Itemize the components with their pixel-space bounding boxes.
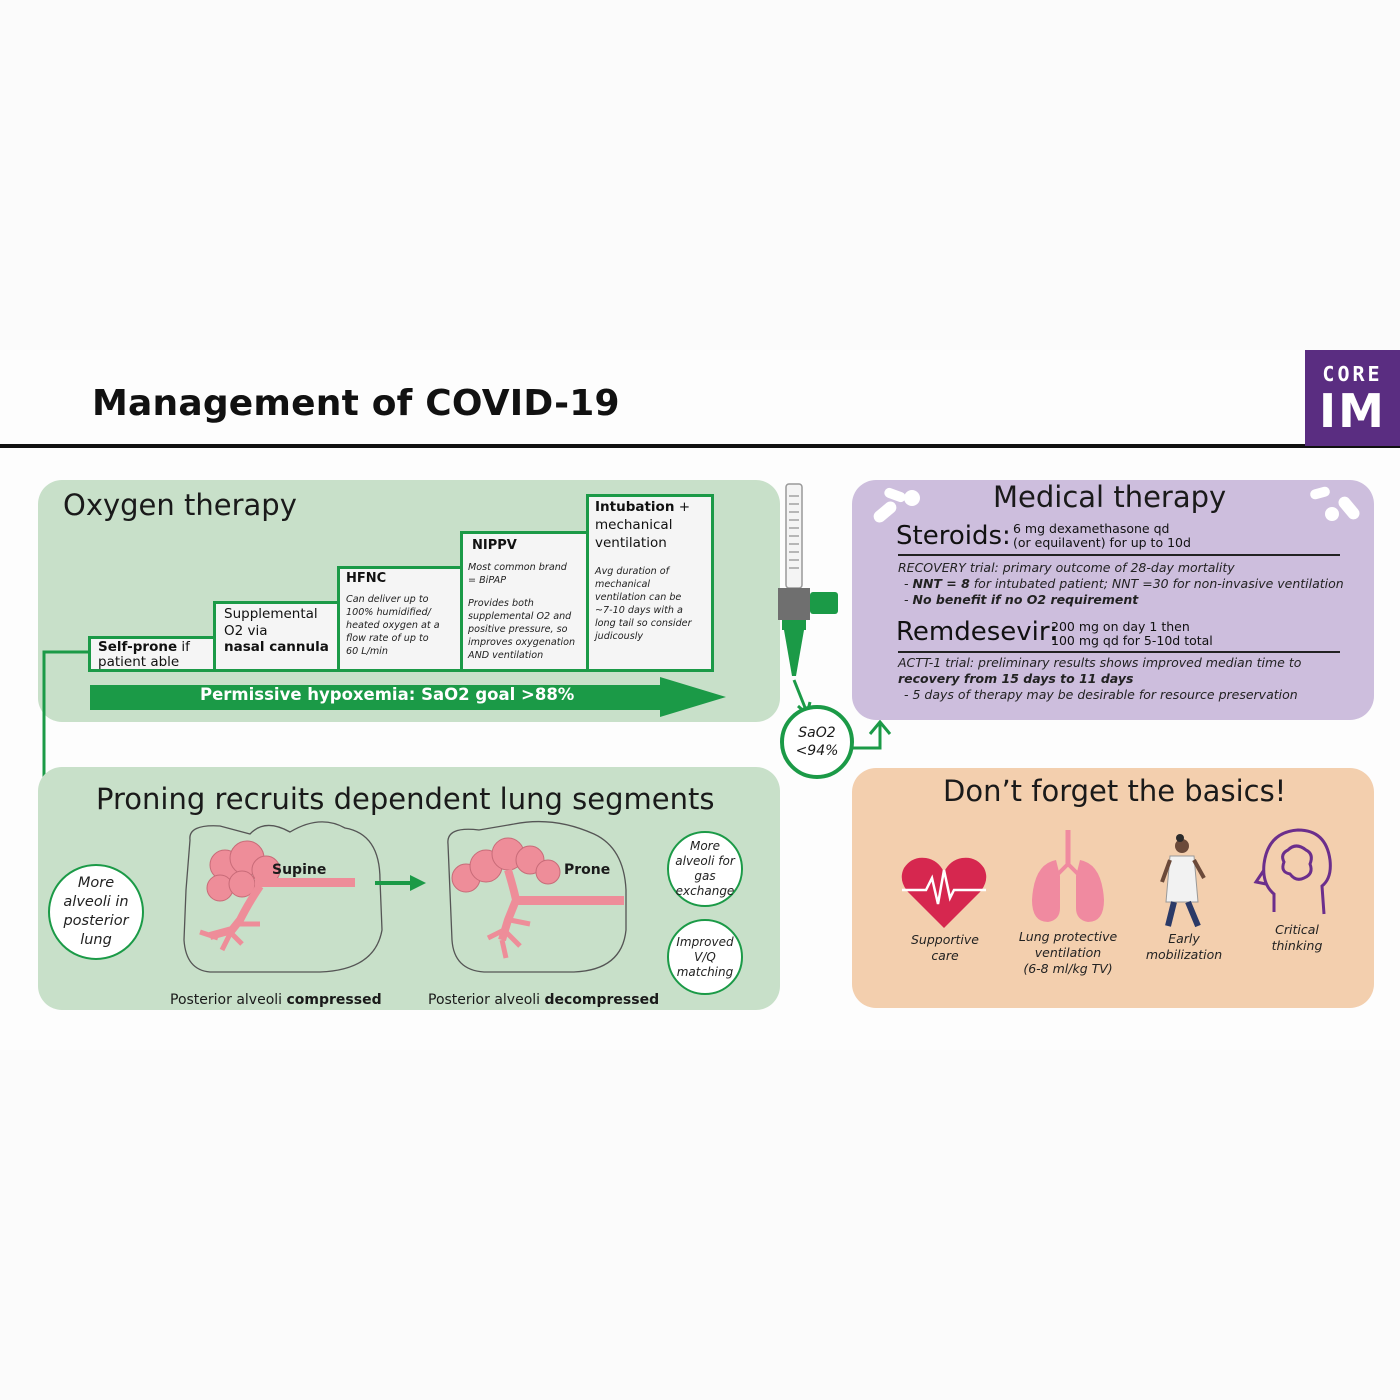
oxygen-therapy-title: Oxygen therapy	[63, 488, 297, 522]
step-intubation-head: Intubation +	[595, 499, 691, 515]
nnt-text: - NNT = 8 for intubated patient; NNT =30…	[904, 576, 1344, 591]
sao2-threshold-text: SaO2<94%	[795, 725, 839, 759]
step-nippv-head: NIPPV	[472, 538, 517, 553]
medical-connector-arrowhead	[868, 719, 892, 735]
lung-illustrations	[183, 820, 627, 973]
steroids-heading: Steroids:	[896, 521, 1011, 551]
lungs-icon	[1032, 830, 1104, 922]
supine-to-prone-arrow	[410, 875, 426, 891]
page-title: Management of COVID-19	[92, 383, 620, 424]
step-nippv-detail-a: Most common brand= BiPAP	[468, 562, 567, 586]
step-nasal-line2: O2 via	[224, 623, 268, 639]
permissive-hypoxemia-label: Permissive hypoxemia: SaO2 goal >88%	[200, 685, 575, 704]
actt-trial-text: ACTT-1 trial: preliminary results shows …	[898, 655, 1302, 670]
actt-note-text: - 5 days of therapy may be desirable for…	[904, 687, 1298, 702]
header-divider	[0, 444, 1400, 448]
basics-title: Don’t forget the basics!	[943, 774, 1287, 808]
medical-connector-line	[852, 724, 882, 750]
logo-bottom-text: IM	[1319, 384, 1386, 438]
pill-icon-right	[1310, 486, 1360, 521]
basics-icons	[901, 828, 1332, 928]
pill-icons	[873, 486, 1360, 523]
permissive-hypoxemia-arrow	[90, 677, 726, 717]
steroids-divider	[898, 554, 1340, 556]
step-self-prone-line2: patient able	[98, 654, 180, 670]
prone-label: Prone	[564, 862, 611, 878]
diagram-connectors	[42, 483, 892, 811]
caption-decompressed: Posterior alveoli decompressed	[428, 992, 660, 1008]
step-self-prone-text: Self-prone if	[98, 639, 190, 655]
flowmeter-icon	[778, 483, 838, 676]
pill-icon-left	[873, 487, 920, 523]
step-intubation-line3: ventilation	[595, 535, 667, 551]
steroids-dose: 6 mg dexamethasone qd(or equilavent) for…	[1013, 521, 1191, 550]
step-hfnc	[337, 566, 463, 672]
step-nasal-line3: nasal cannula	[224, 639, 329, 655]
sao2-threshold-circle	[780, 705, 854, 779]
supine-lung-illustration	[183, 821, 383, 973]
proning-title: Proning recruits dependent lung segments	[96, 782, 715, 816]
logo-top-text: CORE	[1322, 362, 1383, 386]
step-hfnc-head: HFNC	[346, 571, 387, 586]
prone-lung-illustration	[447, 820, 627, 973]
walking-doctor-icon	[1160, 834, 1206, 928]
proning-panel	[38, 767, 780, 1010]
step-intubation	[586, 494, 714, 672]
brain-head-icon	[1253, 828, 1332, 915]
supine-label: Supine	[272, 862, 327, 878]
flowmeter-arrow-line	[792, 679, 808, 711]
recovery-trial-text: RECOVERY trial: primary outcome of 28-da…	[898, 560, 1235, 575]
actt-recovery-text: recovery from 15 days to 11 days	[898, 671, 1134, 686]
step-nasal-cannula	[213, 601, 340, 672]
infographic-canvas: Management of COVID-19 CORE IM Oxygen th…	[0, 350, 1400, 1050]
no-benefit-text: - No benefit if no O2 requirement	[904, 592, 1139, 607]
heart-icon	[901, 857, 987, 928]
remdesevir-heading: Remdesevir:	[896, 617, 1058, 647]
step-intubation-line2: mechanical	[595, 517, 673, 533]
caption-compressed: Posterior alveoli compressed	[170, 992, 382, 1008]
remdesevir-divider	[898, 651, 1340, 653]
medical-therapy-title: Medical therapy	[993, 480, 1227, 514]
medical-therapy-panel	[852, 480, 1374, 720]
core-im-logo: CORE IM	[1305, 350, 1400, 446]
step-nasal-line1: Supplemental	[224, 606, 318, 622]
